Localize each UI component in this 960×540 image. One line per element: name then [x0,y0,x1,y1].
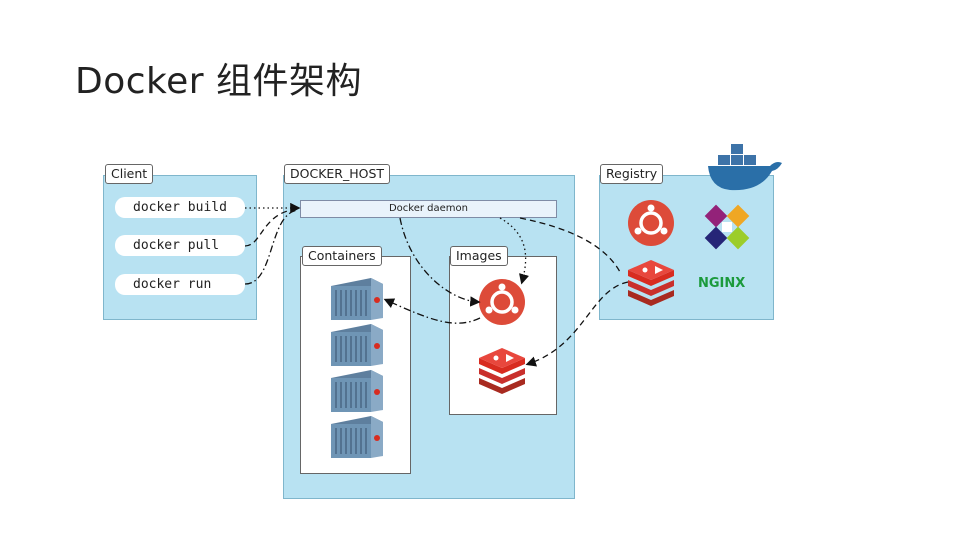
docker-whale-icon [708,144,782,191]
registry-label: Registry [600,164,664,184]
docker-host-label: DOCKER_HOST [284,164,391,184]
containers-label: Containers [302,246,382,266]
daemon-to-image-connector [499,217,530,285]
pull-connector [244,208,299,247]
image-ubuntu-icon [479,279,525,325]
nginx-logo: NGINX [698,276,745,291]
daemon-to-registry-connector [519,217,621,273]
command-docker-run: docker run [115,274,245,295]
registry-redis-icon [628,260,674,306]
docker-daemon-bar: Docker daemon [300,200,557,218]
centos-logo-icon [704,204,750,250]
shipping-container-icon [331,278,383,320]
registry-to-image-connector [525,281,629,367]
client-label: Client [105,164,154,184]
page-title: Docker 组件架构 [75,61,362,102]
daemon-to-container-connector [399,217,481,307]
run-connector [244,209,299,285]
command-docker-build: docker build [115,197,245,218]
shipping-container-icon [331,370,383,412]
shipping-container-icon [331,324,383,366]
images-label: Images [450,246,508,266]
image-redis-icon [479,348,525,394]
command-docker-pull: docker pull [115,235,245,256]
image-to-container-connector [383,298,481,324]
registry-ubuntu-icon [628,200,674,246]
shipping-container-icon [331,416,383,458]
